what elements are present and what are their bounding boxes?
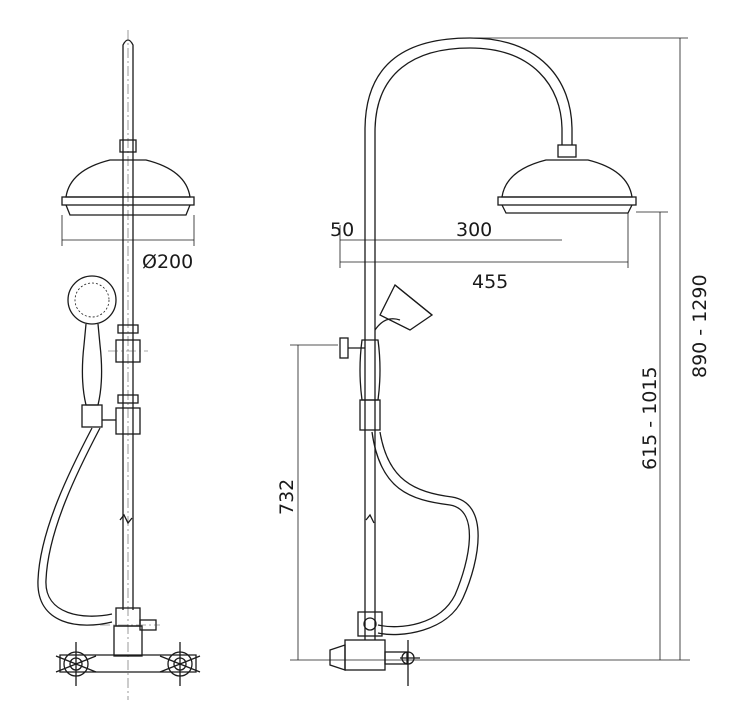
front-view: Ø200 (37, 30, 201, 700)
left-handle (55, 642, 97, 686)
riser-pipe (119, 30, 137, 700)
shower-head (61, 159, 195, 216)
side-hose (371, 431, 479, 636)
side-hand-shower (339, 283, 434, 431)
head-diameter-dimension: Ø200 (61, 215, 195, 273)
reach-dimensions: 50 300 455 (330, 213, 629, 293)
side-view: 50 300 455 (276, 37, 711, 686)
offset-label: 50 (330, 219, 354, 241)
hose (37, 427, 113, 626)
bar-height-label: 732 (276, 479, 298, 515)
side-valve (329, 611, 420, 686)
diameter-label: Ø200 (142, 251, 193, 273)
height-dimensions: 732 615 - 1015 890 - 1290 (276, 37, 711, 661)
mixer-valve (55, 607, 201, 686)
arm-reach-label: 300 (456, 219, 492, 241)
hand-shower (67, 275, 117, 428)
total-height-label: 890 - 1290 (689, 274, 711, 378)
total-reach-label: 455 (472, 271, 508, 293)
slide-bar-brackets (102, 324, 148, 525)
right-handle (159, 642, 201, 686)
head-height-label: 615 - 1015 (639, 366, 661, 470)
side-shower-head (497, 144, 637, 214)
